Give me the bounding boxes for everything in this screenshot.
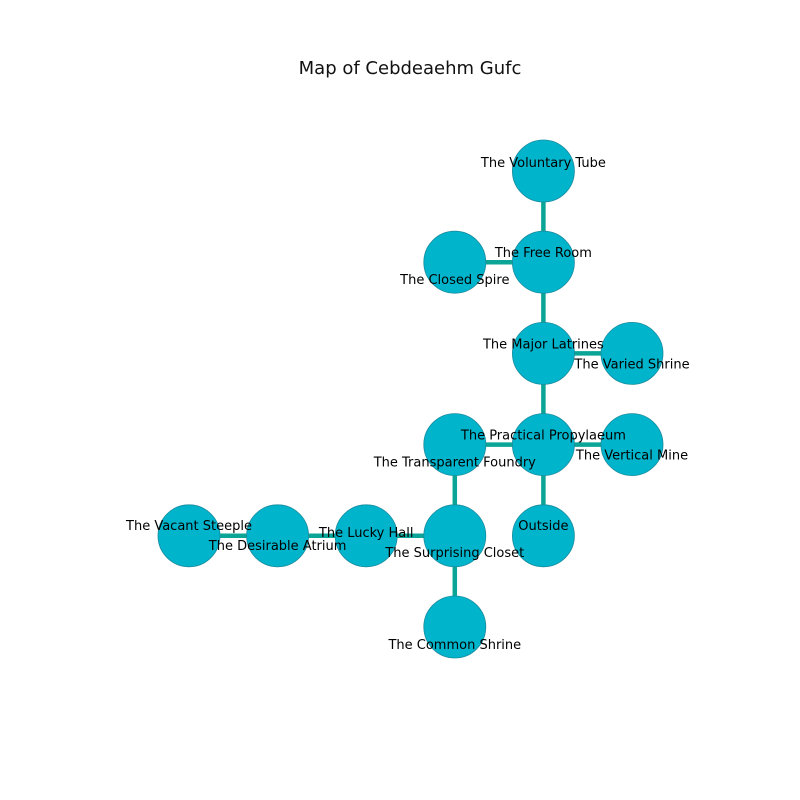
node-label-voluntary-tube: The Voluntary Tube [480, 156, 606, 171]
node-label-major-latrines: The Major Latrines [482, 337, 604, 352]
node-label-transparent-foundry: The Transparent Foundry [373, 456, 536, 471]
node-label-vacant-steeple: The Vacant Steeple [125, 519, 252, 534]
node-label-varied-shrine: The Varied Shrine [573, 357, 689, 372]
node-label-common-shrine: The Common Shrine [387, 638, 521, 653]
node-label-lucky-hall: The Lucky Hall [318, 526, 414, 541]
node-label-desirable-atrium: The Desirable Atrium [208, 539, 347, 554]
node-label-vertical-mine: The Vertical Mine [575, 449, 688, 464]
node-common-shrine[interactable] [423, 595, 487, 659]
nodes-layer [157, 139, 664, 659]
node-surprising-closet[interactable] [423, 504, 487, 568]
node-desirable-atrium[interactable] [246, 504, 310, 568]
node-practical-propylaeum[interactable] [512, 413, 575, 477]
node-label-free-room: The Free Room [494, 246, 592, 261]
node-label-practical-propylaeum: The Practical Propylaeum [460, 429, 626, 444]
node-closed-spire[interactable] [423, 230, 487, 294]
node-label-surprising-closet: The Surprising Closet [384, 546, 524, 561]
node-free-room[interactable] [512, 230, 575, 294]
node-transparent-foundry[interactable] [423, 413, 487, 477]
node-label-outside: Outside [518, 519, 568, 534]
node-major-latrines[interactable] [512, 321, 575, 385]
node-lucky-hall[interactable] [334, 504, 398, 568]
node-voluntary-tube[interactable] [512, 139, 575, 203]
node-vertical-mine[interactable] [600, 413, 664, 477]
node-outside[interactable] [512, 504, 575, 568]
node-vacant-steeple[interactable] [157, 504, 221, 568]
node-label-closed-spire: The Closed Spire [399, 273, 509, 288]
map-title: Map of Cebdeaehm Gufc [299, 58, 522, 79]
node-varied-shrine[interactable] [600, 321, 664, 385]
